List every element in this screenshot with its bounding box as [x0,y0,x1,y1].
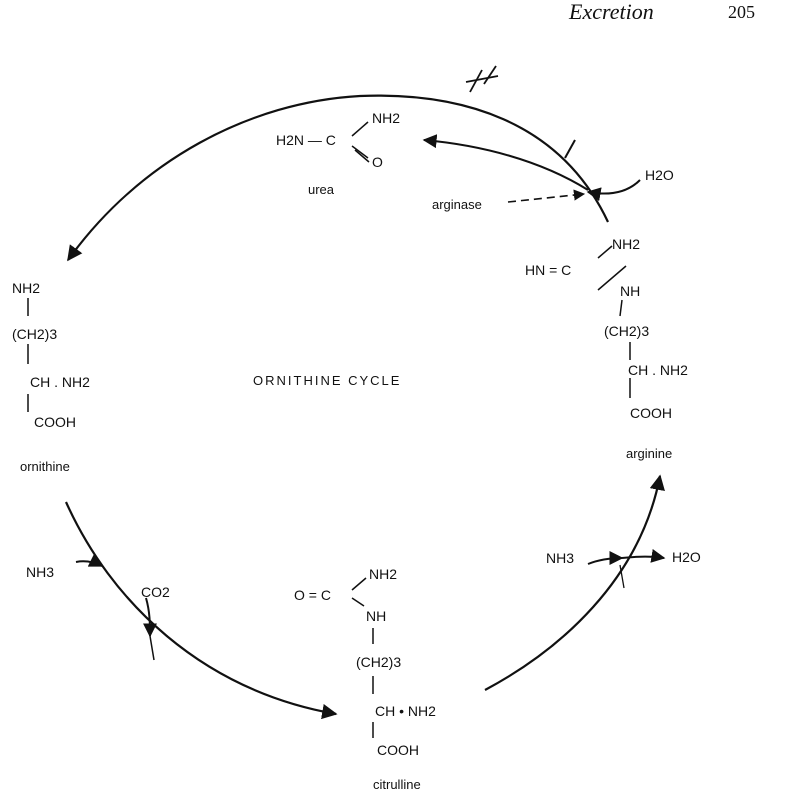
citrulline-formula-line-4: (CH2)3 [356,654,402,670]
cycle-arc-bottom-right [484,474,665,691]
arrow-h2o-out [621,549,666,563]
cycle-arc-top [67,94,609,262]
h2o-out-label: H2O [672,549,701,565]
arginase-arrow [507,189,586,203]
ornithine-formula-line-4: COOH [34,414,76,430]
arginine-formula-line-5: CH . NH2 [628,362,688,378]
arginine-formula-line-6: COOH [630,405,672,421]
cycle-arc-bottom-left [64,501,338,720]
page-number: 205 [728,2,755,22]
co2-out-label: CO2 [141,584,170,600]
arrow-to-urea [422,134,589,191]
urea-formula-line-3: O [372,154,383,170]
arginine-formula-line-2: NH2 [612,236,641,252]
arginine-name: arginine [626,446,673,461]
arginine-formula-line-3: NH [620,283,641,299]
ornithine-name: ornithine [20,459,70,474]
nh3-in-2-label: NH3 [546,550,575,566]
ornithine-formula-line-3: CH . NH2 [30,374,90,390]
water-in-label: H2O [645,167,674,183]
nh3-in-1-label: NH3 [26,564,55,580]
citrulline-formula-line-1: O = C [294,587,331,603]
urea-name: urea [308,182,335,197]
enzyme-arginase: arginase [432,197,482,212]
arrow-nh3-in-1 [75,554,104,567]
ornithine-formula-line-2: (CH2)3 [12,326,58,342]
ornithine-formula-line-1: NH2 [12,280,41,296]
citrulline-formula-line-3: NH [366,608,387,624]
urea-formula-line-1: NH2 [372,110,401,126]
handwritten-mark [465,65,499,93]
arrow-co2-out [142,597,157,638]
urea-formula-line-2: H2N — C [276,132,336,148]
arrow-nh3-in-2 [587,551,624,566]
citrulline-formula-line-6: COOH [377,742,419,758]
arginine-formula-line-4: (CH2)3 [604,323,650,339]
citrulline-formula-line-5: CH • NH2 [375,703,436,719]
citrulline-name: citrulline [373,777,421,792]
arrow-water-in [586,179,641,202]
citrulline-formula-line-2: NH2 [369,566,398,582]
arginine-formula-line-1: HN = C [525,262,572,278]
cycle-title: ORNITHINE CYCLE [253,373,402,388]
page-header-title: Excretion [569,0,654,24]
